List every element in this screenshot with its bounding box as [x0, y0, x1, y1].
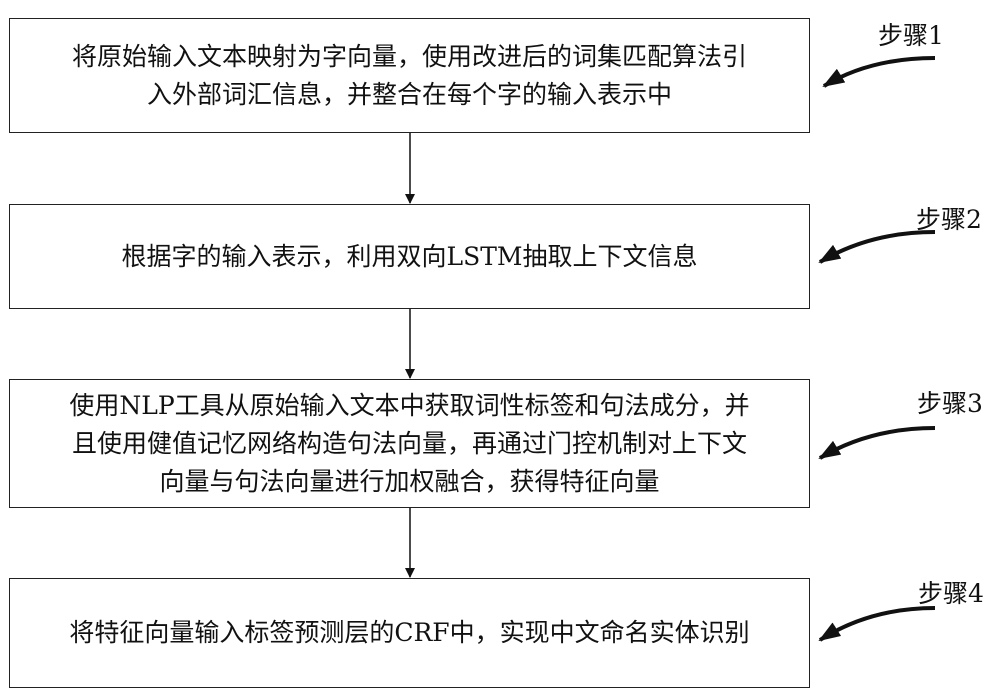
step-2-box: 根据字的输入表示，利用双向LSTM抽取上下文信息 [9, 204, 810, 309]
step-2-text: 根据字的输入表示，利用双向LSTM抽取上下文信息 [115, 238, 703, 276]
step-1-label: 步骤1 [878, 16, 944, 52]
step-2-label: 步骤2 [916, 200, 982, 236]
step-1-box: 将原始输入文本映射为字向量，使用改进后的词集匹配算法引 入外部词汇信息，并整合在… [9, 18, 810, 133]
pointer-arrow-2 [820, 232, 935, 262]
step-4-label: 步骤4 [918, 574, 984, 610]
step-3-box: 使用NLP工具从原始输入文本中获取词性标签和句法成分，并 且使用健值记忆网络构造… [9, 379, 810, 508]
pointer-arrow-3 [820, 428, 935, 458]
step-1-text: 将原始输入文本映射为字向量，使用改进后的词集匹配算法引 入外部词汇信息，并整合在… [66, 38, 753, 114]
step-4-box: 将特征向量输入标签预测层的CRF中，实现中文命名实体识别 [9, 578, 810, 688]
step-3-line-1: 使用NLP工具从原始输入文本中获取词性标签和句法成分，并 [69, 387, 749, 425]
step-4-text: 将特征向量输入标签预测层的CRF中，实现中文命名实体识别 [63, 614, 755, 652]
step-2-line-1: 根据字的输入表示，利用双向LSTM抽取上下文信息 [121, 238, 697, 276]
step-3-text: 使用NLP工具从原始输入文本中获取词性标签和句法成分，并 且使用健值记忆网络构造… [63, 387, 755, 501]
step-1-line-2: 入外部词汇信息，并整合在每个字的输入表示中 [72, 76, 747, 114]
pointer-arrow-4 [820, 608, 935, 640]
step-1-line-1: 将原始输入文本映射为字向量，使用改进后的词集匹配算法引 [72, 38, 747, 76]
step-3-line-3: 向量与句法向量进行加权融合，获得特征向量 [69, 463, 749, 501]
pointer-arrow-1 [824, 58, 935, 86]
step-4-line-1: 将特征向量输入标签预测层的CRF中，实现中文命名实体识别 [69, 614, 749, 652]
step-3-label: 步骤3 [917, 384, 983, 420]
step-3-line-2: 且使用健值记忆网络构造句法向量，再通过门控机制对上下文 [69, 425, 749, 463]
